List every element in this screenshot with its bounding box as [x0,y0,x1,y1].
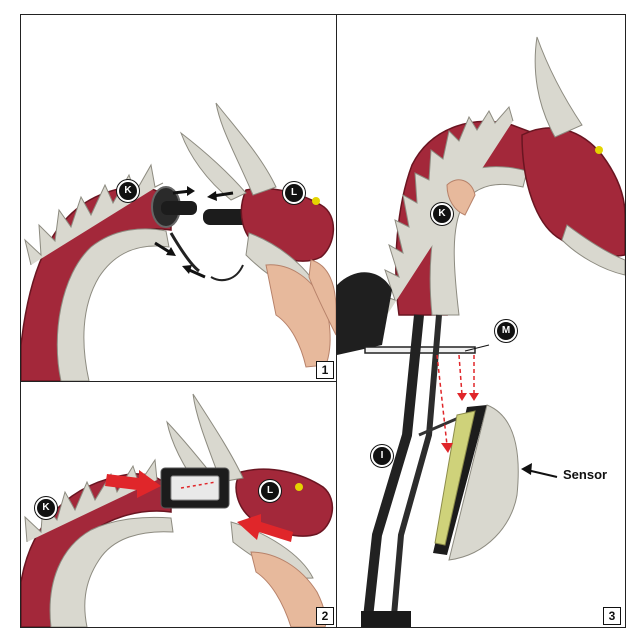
panel-2-number: 2 [316,607,334,625]
marker-k-panel-3: K [431,203,453,225]
panel-1: K L 1 [21,15,337,382]
marker-k-panel-1: K [117,180,139,202]
marker-l-panel-2: L [259,480,281,502]
panel-3: K M I Sensor 3 [337,15,625,627]
marker-l-panel-1: L [283,182,305,204]
panel-1-number: 1 [316,361,334,379]
marker-k-panel-2: K [35,497,57,519]
panel-3-illustration [337,15,625,627]
marker-m-panel-3: M [495,320,517,342]
panel-2-illustration [21,382,336,627]
marker-i-panel-3: I [371,445,393,467]
instruction-frame: K L 1 K L 2 [20,14,626,628]
panel-3-number: 3 [603,607,621,625]
sensor-label: Sensor [563,467,607,482]
panel-2: K L 2 [21,382,337,627]
